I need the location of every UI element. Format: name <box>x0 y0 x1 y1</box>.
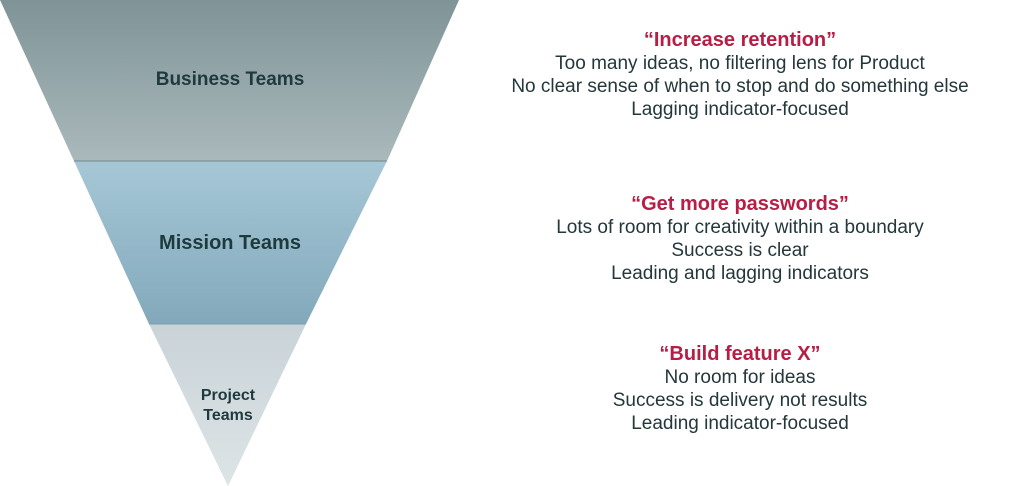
description-project-teams: “Build feature X” No room for ideas Succ… <box>460 342 1020 435</box>
funnel-segment-project-teams <box>149 324 306 486</box>
label-project-teams-line-2: Teams <box>203 407 253 424</box>
label-mission-teams: Mission Teams <box>159 232 301 254</box>
funnel-segment-mission-teams <box>74 161 387 324</box>
description-line: Leading and lagging indicators <box>611 263 869 284</box>
description-title: “Build feature X” <box>659 343 821 365</box>
description-line: No clear sense of when to stop and do so… <box>511 76 969 97</box>
label-business-teams: Business Teams <box>156 69 305 90</box>
description-line: Leading indicator-focused <box>631 413 849 434</box>
description-business-teams: “Increase retention” Too many ideas, no … <box>460 28 1020 121</box>
description-line: No room for ideas <box>664 367 816 388</box>
label-project-teams-line-1: Project <box>201 387 256 404</box>
description-line: Lots of room for creativity within a bou… <box>556 217 924 238</box>
description-line: Success is delivery not results <box>612 390 868 411</box>
description-line: Lagging indicator-focused <box>631 99 849 120</box>
description-line: Too many ideas, no filtering lens for Pr… <box>555 53 925 74</box>
description-mission-teams: “Get more passwords” Lots of room for cr… <box>460 192 1020 285</box>
funnel-segment-business-teams <box>0 0 459 161</box>
description-line: Success is clear <box>671 240 809 261</box>
description-title: “Get more passwords” <box>631 193 849 215</box>
description-title: “Increase retention” <box>643 29 837 51</box>
